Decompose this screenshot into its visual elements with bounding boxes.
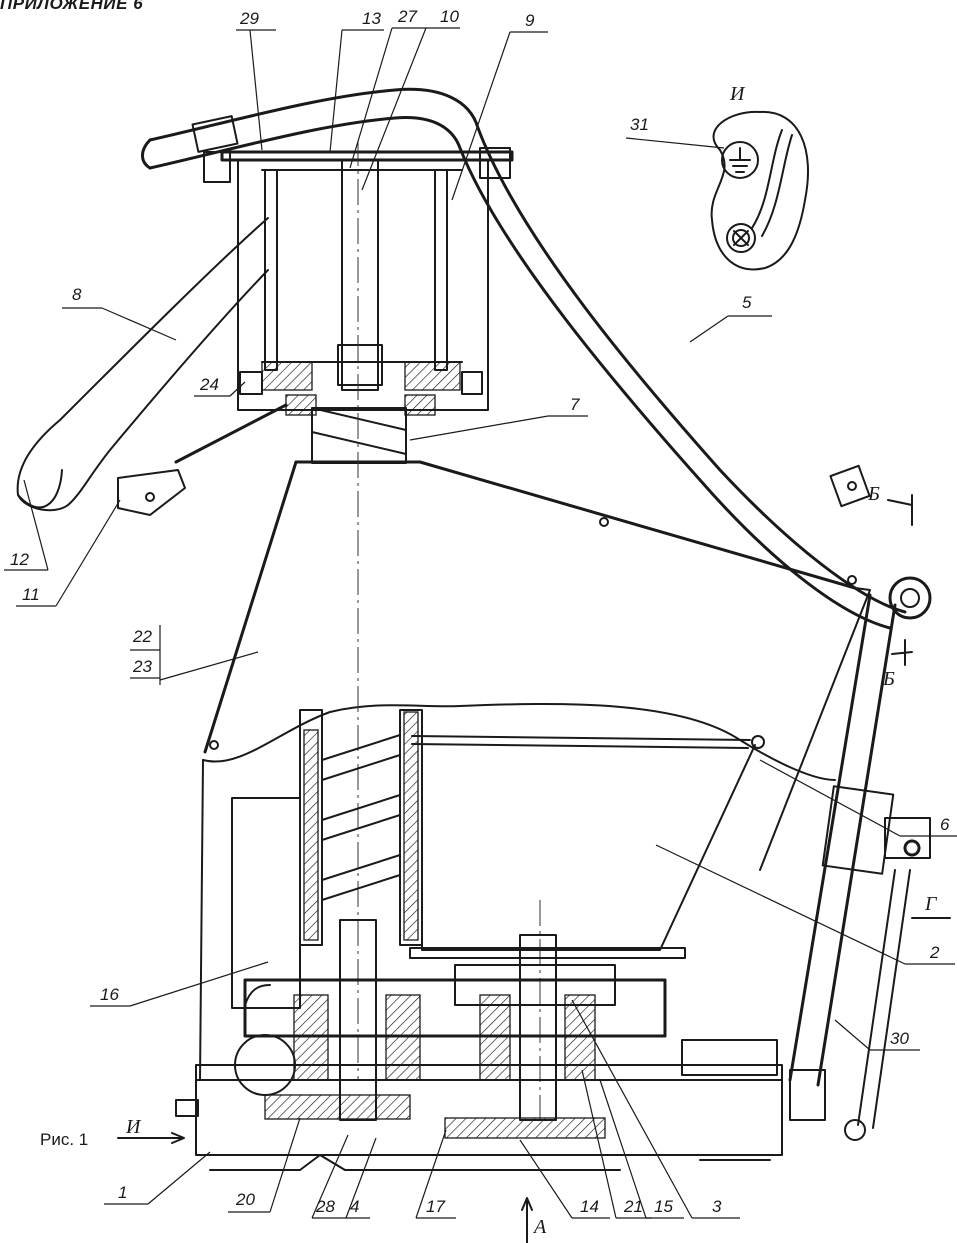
callout-20: 20	[228, 1117, 301, 1213]
grounding-detail	[710, 110, 809, 271]
callout-4: 4	[345, 1137, 377, 1219]
section-mark-I-view: И	[729, 83, 746, 105]
callout-31: 31	[625, 115, 725, 149]
part-number-label: 6	[940, 815, 950, 834]
part-number-label: 7	[570, 395, 580, 414]
part-number-label: 13	[362, 9, 381, 28]
callout-12: 12	[4, 479, 49, 571]
callout-1: 1	[104, 1151, 211, 1205]
part-number-label: 17	[426, 1197, 445, 1216]
part-number-label: 9	[525, 11, 535, 30]
auger-tube	[231, 709, 423, 1009]
callout-5: 5	[689, 293, 772, 343]
callout-6: 6	[759, 759, 957, 837]
part-number-label: 24	[199, 375, 219, 394]
callout-27: 27	[349, 7, 426, 169]
part-number-label: 21	[623, 1197, 643, 1216]
part-number-label: 12	[10, 550, 29, 569]
grain-bin	[409, 711, 765, 959]
callout-9: 9	[451, 11, 548, 201]
part-number-label: 14	[580, 1197, 599, 1216]
part-number-label: 1	[118, 1183, 127, 1202]
callout-10: 10	[361, 7, 460, 191]
filter-housing	[203, 147, 514, 464]
part-number-label: 28	[315, 1197, 335, 1216]
part-number-label: 16	[100, 985, 119, 1004]
figure-caption: Рис. 1	[40, 1130, 89, 1149]
part-number-label: 5	[742, 293, 752, 312]
part-number-label: 11	[22, 585, 40, 604]
part-number-label: 10	[440, 7, 459, 26]
callout-22-23: 22 23	[130, 625, 259, 685]
section-mark-I-detail: И	[125, 1116, 142, 1138]
part-number-label: 30	[890, 1029, 909, 1048]
drive-base	[175, 919, 783, 1171]
discharge-hose	[16, 217, 288, 516]
part-number-label: 22	[132, 627, 152, 646]
callout-17: 17	[415, 1129, 456, 1219]
part-number-label: 27	[397, 7, 417, 26]
page-title: ПРИЛОЖЕНИЕ 6	[0, 0, 144, 13]
callout-24: 24	[194, 375, 246, 397]
callout-29: 29	[236, 9, 276, 151]
callout-21: 21	[581, 1069, 652, 1219]
section-mark-A: А	[532, 1216, 547, 1238]
callout-15: 15	[599, 1079, 684, 1219]
callout-8: 8	[62, 285, 177, 341]
part-number-label: 15	[654, 1197, 673, 1216]
callout-30: 30	[834, 1019, 920, 1051]
part-number-label: 4	[350, 1197, 359, 1216]
part-callouts: 29 13 27 10 9 31 5 8 24 7 12 11 22 23 6 …	[4, 7, 957, 1219]
callout-2: 2	[655, 844, 955, 965]
part-number-label: 23	[132, 657, 152, 676]
part-number-label: 31	[630, 115, 649, 134]
section-mark-B-bottom: Б	[882, 668, 895, 690]
callout-13: 13	[329, 9, 384, 153]
section-mark-G: Г	[924, 893, 938, 915]
callout-16: 16	[90, 961, 269, 1007]
section-marks: И Б Б Г И А	[117, 83, 951, 1243]
part-number-label: 29	[239, 9, 259, 28]
callout-7: 7	[409, 395, 588, 441]
callout-3: 3	[571, 999, 740, 1219]
lift-mechanism	[788, 593, 931, 1141]
part-number-label: 2	[929, 943, 940, 962]
part-number-label: 3	[712, 1197, 722, 1216]
callout-14: 14	[519, 1139, 610, 1219]
handle-frame	[141, 87, 932, 630]
part-number-label: 8	[72, 285, 82, 304]
callout-28: 28	[311, 1134, 349, 1219]
hopper-body	[199, 460, 871, 1081]
callout-11: 11	[16, 499, 121, 607]
section-mark-B-top: Б	[867, 483, 880, 505]
part-number-label: 20	[235, 1190, 255, 1209]
